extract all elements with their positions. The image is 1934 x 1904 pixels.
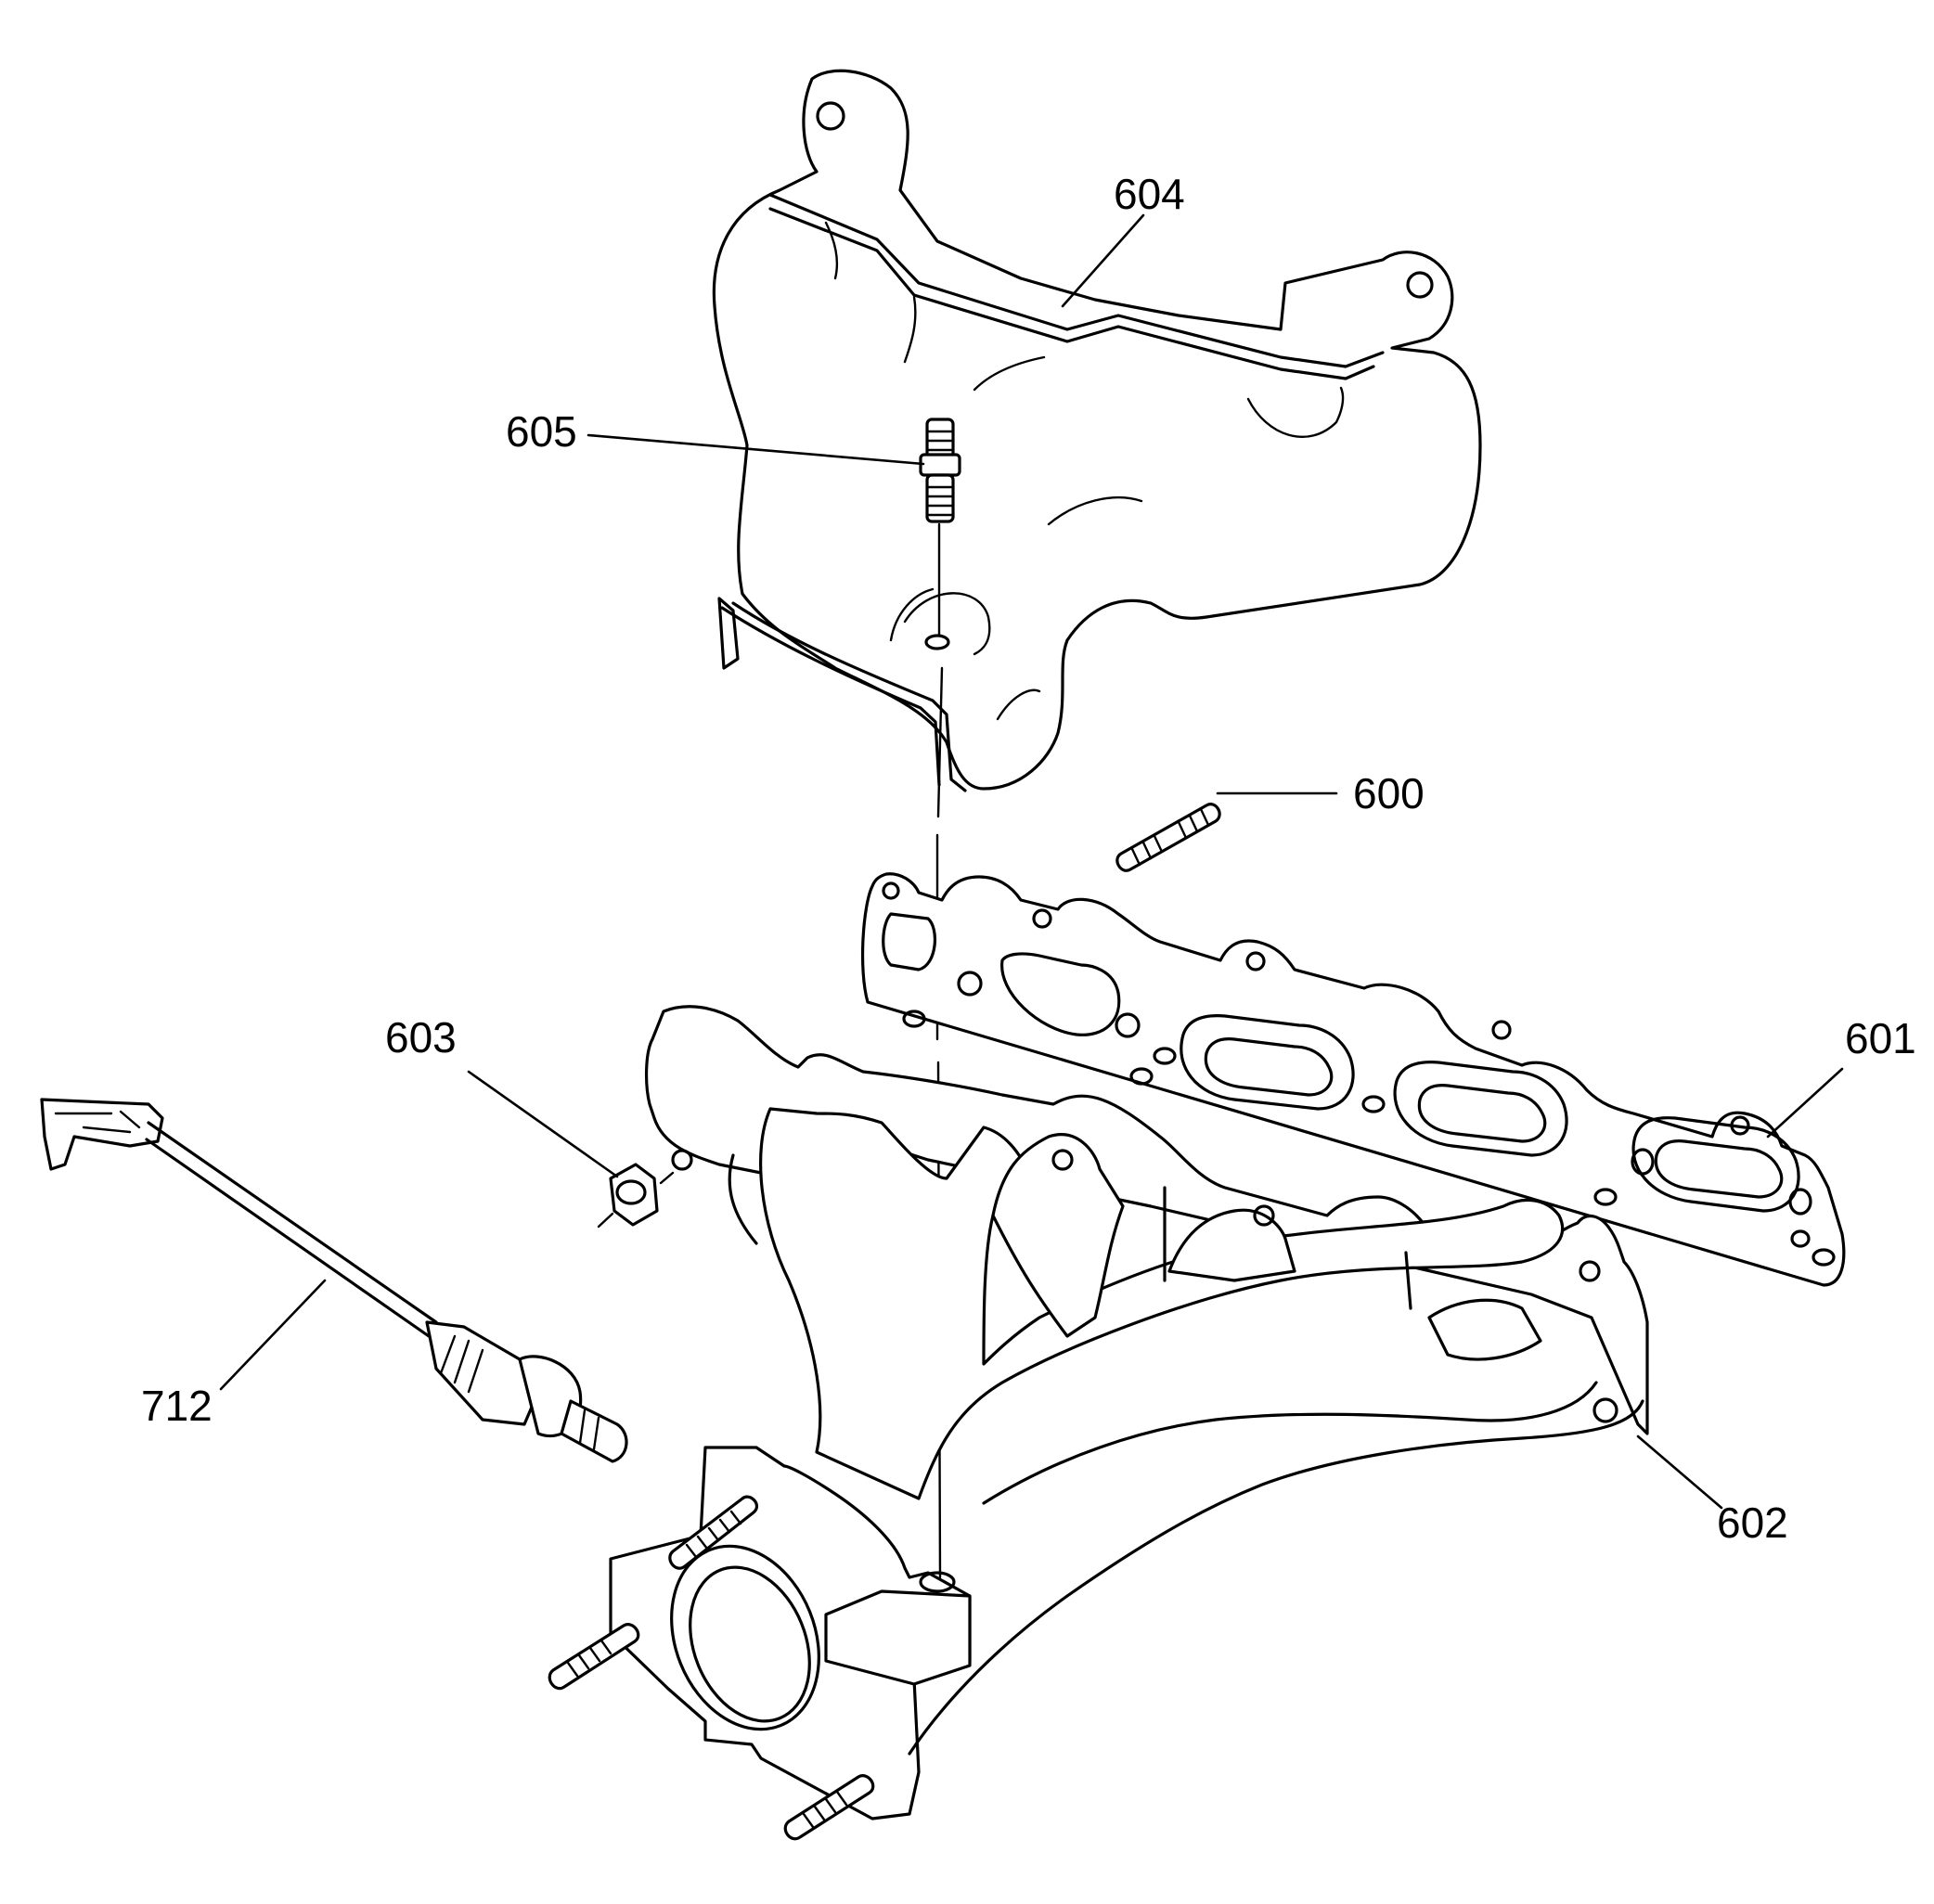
stud-600 (1115, 803, 1221, 872)
nut-603 (597, 1163, 675, 1229)
heat-shield-604 (712, 69, 1482, 792)
callout-712: 712 (141, 1382, 213, 1430)
callout-605: 605 (506, 407, 577, 456)
gasket-601 (860, 872, 1846, 1287)
outlet-studs (548, 1495, 875, 1841)
leader-lines (219, 213, 1844, 1510)
stud-605 (919, 418, 961, 523)
callout-602: 602 (1717, 1499, 1788, 1547)
callout-600: 600 (1353, 769, 1425, 817)
callout-labels: 604 605 600 601 603 712 602 (141, 170, 1916, 1547)
callout-603: 603 (385, 1013, 457, 1061)
callout-601: 601 (1845, 1014, 1916, 1062)
callout-604: 604 (1114, 170, 1185, 218)
oxygen-sensor-712 (40, 1098, 628, 1463)
